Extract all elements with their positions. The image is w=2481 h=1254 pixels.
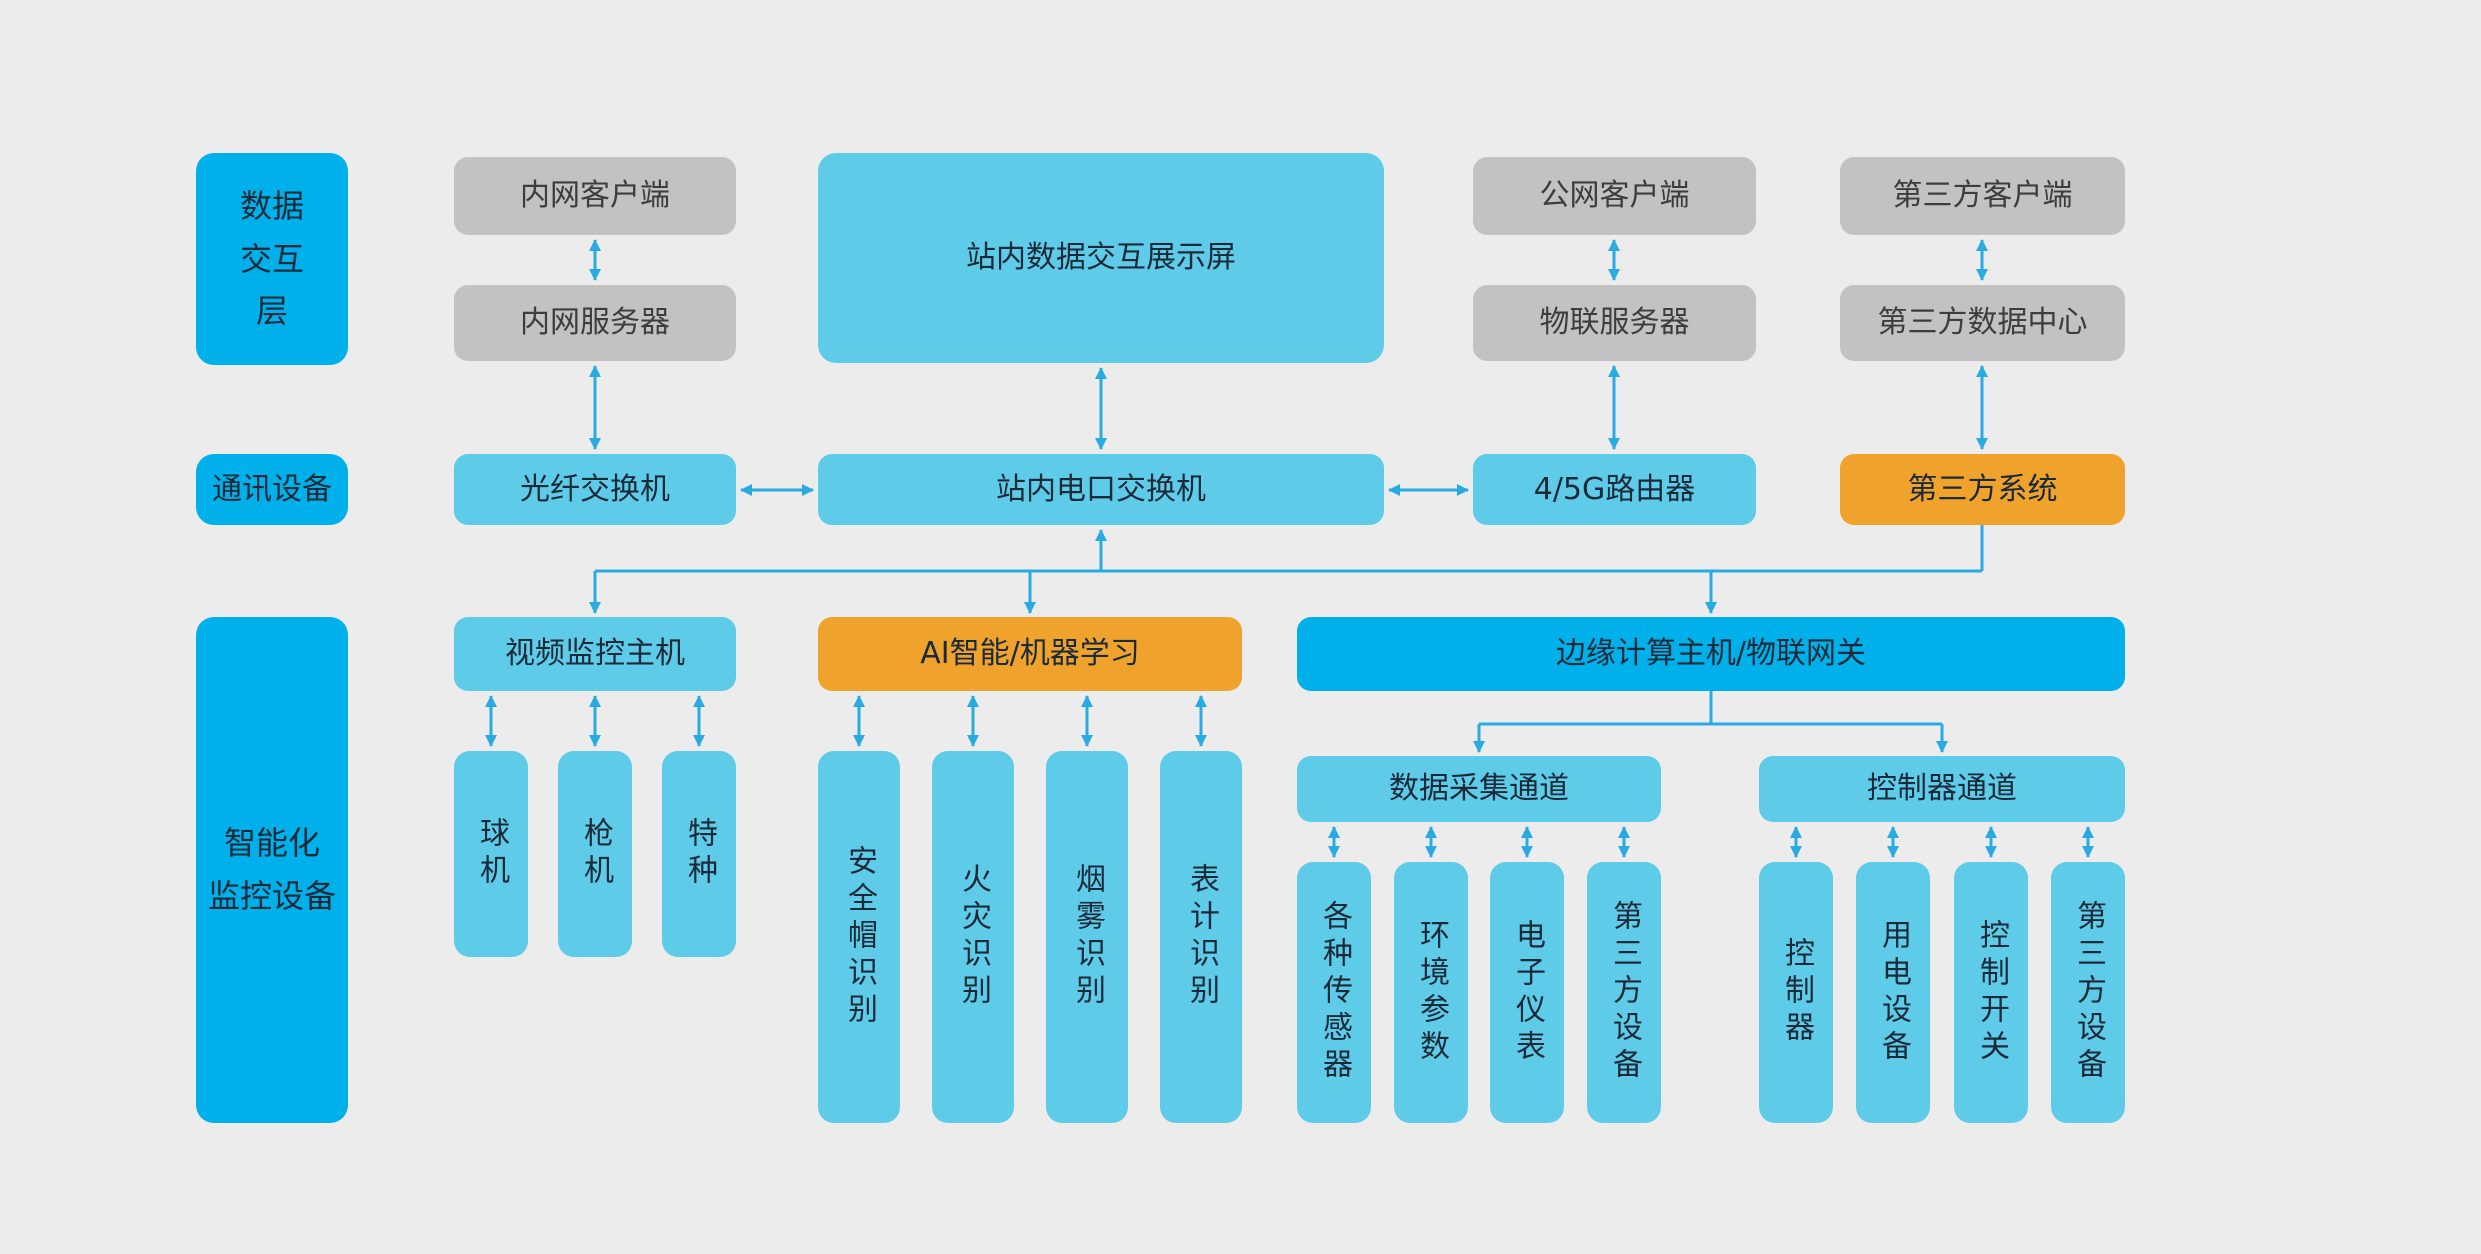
node-ball-camera: 球机 <box>454 751 528 957</box>
node-data-collection-channel: 数据采集通道 <box>1297 756 1661 822</box>
layer-label-monitoring: 智能化 监控设备 <box>196 617 348 1123</box>
node-controller-channel: 控制器通道 <box>1759 756 2125 822</box>
node-special-camera: 特种 <box>662 751 736 957</box>
node-third-party-device-control: 第三方设备 <box>2051 862 2125 1123</box>
node-meter-recognition: 表计识别 <box>1160 751 1242 1123</box>
node-electronic-meters: 电子仪表 <box>1490 862 1564 1123</box>
node-display-screen: 站内数据交互展示屏 <box>818 153 1384 363</box>
layer-label-communication: 通讯设备 <box>196 454 348 525</box>
node-helmet-recognition: 安全帽识别 <box>818 751 900 1123</box>
node-third-party-system: 第三方系统 <box>1840 454 2125 525</box>
node-controller: 控制器 <box>1759 862 1833 1123</box>
node-sensors: 各种传感器 <box>1297 862 1371 1123</box>
node-bullet-camera: 枪机 <box>558 751 632 957</box>
node-fire-recognition: 火灾识别 <box>932 751 1014 1123</box>
node-public-client: 公网客户端 <box>1473 157 1756 235</box>
node-iot-server: 物联服务器 <box>1473 285 1756 361</box>
node-video-monitor-host: 视频监控主机 <box>454 617 736 691</box>
node-smoke-recognition: 烟雾识别 <box>1046 751 1128 1123</box>
layer-label-data-exchange: 数据 交互 层 <box>196 153 348 365</box>
node-intranet-server: 内网服务器 <box>454 285 736 361</box>
node-intranet-client: 内网客户端 <box>454 157 736 235</box>
node-electric-equipment: 用电设备 <box>1856 862 1930 1123</box>
node-4-5g-router: 4/5G路由器 <box>1473 454 1756 525</box>
node-station-switch: 站内电口交换机 <box>818 454 1384 525</box>
node-control-switch: 控制开关 <box>1954 862 2028 1123</box>
node-third-party-datacenter: 第三方数据中心 <box>1840 285 2125 361</box>
node-environment-params: 环境参数 <box>1394 862 1468 1123</box>
node-fiber-switch: 光纤交换机 <box>454 454 736 525</box>
node-ai-machine-learning: AI智能/机器学习 <box>818 617 1242 691</box>
node-third-party-client: 第三方客户端 <box>1840 157 2125 235</box>
node-edge-computing-gateway: 边缘计算主机/物联网关 <box>1297 617 2125 691</box>
node-third-party-device-data: 第三方设备 <box>1587 862 1661 1123</box>
